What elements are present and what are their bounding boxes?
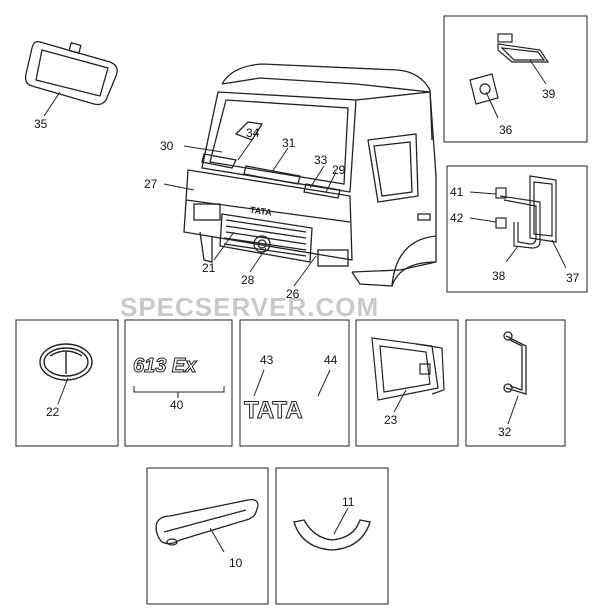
sun-visor-part [24,40,118,106]
door-handle-part [155,498,259,546]
callout-38: 38 [492,269,506,283]
callout-30: 30 [160,139,174,153]
callout-26: 26 [286,287,300,301]
callout-23: 23 [384,413,398,427]
mirror-panel [443,15,588,143]
callout-11: 11 [342,495,355,509]
callout-36: 36 [499,123,513,137]
bracket-panel [355,319,459,447]
callout-44: 44 [324,353,338,367]
callout-39: 39 [542,87,556,101]
callout-37: 37 [566,271,580,285]
callout-40: 40 [170,398,184,412]
interior-mirror-part [497,33,550,63]
callout-34: 34 [246,126,260,140]
mirror-mount-part [469,73,499,105]
tata-lettering: TATA [244,397,303,424]
handle-panel [146,467,269,605]
cab-leaders [163,139,337,287]
watermark: SPECSERVER.COM [120,292,379,322]
callout-33: 33 [314,153,328,167]
callout-31: 31 [282,136,296,150]
grab-handle-panel [465,319,566,447]
callout-29: 29 [332,163,346,177]
side-mirror-leaders [469,191,567,269]
callout-41: 41 [450,185,464,199]
callout-27: 27 [144,177,158,191]
callout-28: 28 [241,273,255,287]
model-badge: 613 Ex [133,355,197,377]
emblem-panel [15,319,119,447]
side-mirror-panel [446,165,588,293]
callout-32: 32 [498,425,512,439]
callout-35: 35 [34,117,48,131]
tata-leaders [253,369,331,397]
lamp-bracket-part [371,337,445,401]
grab-handle-part [503,331,527,395]
cab-logo: TATA [249,205,273,218]
badge-bracket [133,386,225,398]
callout-43: 43 [260,353,274,367]
cab-body [183,63,437,287]
tata-panel [239,319,350,447]
callout-21: 21 [202,261,216,275]
side-mirror-part [495,175,557,249]
badge-panel [124,319,233,447]
callout-22: 22 [46,405,60,419]
cup-handle-part [293,519,371,551]
cup-handle-panel [275,467,389,605]
callout-10: 10 [229,556,243,570]
tata-emblem-part [39,343,93,381]
callout-42: 42 [450,211,464,225]
